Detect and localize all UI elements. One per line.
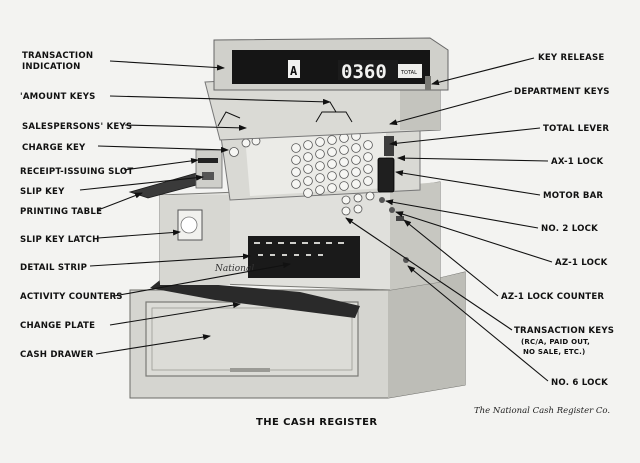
label-department-keys: DEPARTMENT KEYS — [514, 87, 610, 97]
label-cash-drawer: CASH DRAWER — [20, 350, 94, 360]
no-6-lock — [403, 257, 409, 263]
change-plate — [150, 280, 360, 318]
label-salespersons-keys: SALESPERSONS' KEYS — [22, 122, 132, 132]
display-window-label: TOTAL — [400, 70, 417, 76]
label-no-6-lock: NO. 6 LOCK — [551, 378, 608, 388]
label-az-1-lock: AZ-1 LOCK — [555, 258, 608, 268]
key-release-lever — [425, 76, 431, 90]
label-indication: INDICATION — [22, 62, 81, 72]
figure-caption: THE CASH REGISTER — [256, 417, 377, 428]
label-transaction: TRANSACTION — [22, 51, 93, 61]
no-2-lock — [379, 197, 385, 203]
az-1-lock — [389, 207, 395, 213]
label-printing-table: PRINTING TABLE — [20, 207, 102, 217]
label-key-release: KEY RELEASE — [538, 53, 605, 63]
labels-right: KEY RELEASE DEPARTMENT KEYS TOTAL LEVER … — [501, 53, 614, 388]
leader-lines — [79, 57, 553, 382]
slip-key — [202, 172, 214, 180]
receipt-issuing-slot — [198, 158, 218, 163]
labels-left: TRANSACTION INDICATION 'AMOUNT KEYS SALE… — [20, 51, 133, 360]
label-no-2-lock: NO. 2 LOCK — [541, 224, 598, 234]
label-transaction-keys-detail-2: NO SALE, ETC.) — [523, 348, 585, 356]
az-1-lock-counter — [396, 216, 404, 221]
label-detail-strip: DETAIL STRIP — [20, 263, 87, 273]
label-receipt-issuing-slot: RECEIPT-ISSUING SLOT — [20, 167, 133, 177]
label-change-plate: CHANGE PLATE — [20, 321, 95, 331]
label-charge-key: CHARGE KEY — [22, 143, 86, 153]
transaction-keys — [341, 191, 375, 216]
label-total-lever: TOTAL LEVER — [543, 124, 609, 134]
label-motor-bar: MOTOR BAR — [543, 191, 603, 201]
label-az-1-lock-counter: AZ-1 LOCK COUNTER — [501, 292, 604, 302]
motor-bar — [377, 157, 395, 193]
label-amount-keys: 'AMOUNT KEYS — [20, 92, 96, 102]
label-ax-1-lock: AX-1 LOCK — [551, 157, 603, 167]
label-transaction-keys-detail-1: (RC/A, PAID OUT, — [521, 338, 590, 346]
charge-key — [229, 147, 239, 157]
brand-plate: National — [214, 264, 254, 274]
cash-drawer — [145, 301, 359, 377]
display-amount: 0360 — [341, 61, 387, 83]
cash-register-illustration: National — [128, 37, 466, 399]
label-slip-key: SLIP KEY — [20, 187, 65, 197]
label-slip-key-latch: SLIP KEY LATCH — [20, 235, 100, 245]
total-lever — [384, 136, 394, 156]
amount-keys — [291, 131, 373, 198]
display-flag: A — [290, 64, 298, 78]
label-activity-counters: ACTIVITY COUNTERS — [20, 292, 123, 302]
key-group-brackets — [217, 101, 353, 127]
figure-credit: The National Cash Register Co. — [474, 406, 610, 416]
label-transaction-keys: TRANSACTION KEYS — [514, 326, 614, 336]
